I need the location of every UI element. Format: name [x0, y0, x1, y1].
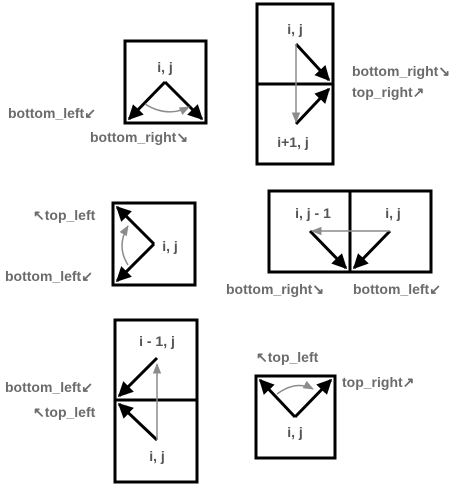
top-left-arrow: [258, 378, 297, 419]
bottom-left-label: bottom_left↙: [353, 281, 441, 297]
move-arrow: [144, 103, 190, 115]
panel-3: i, j ↖top_left bottom_left↙: [5, 201, 197, 287]
top-cell-label: i - 1, j: [139, 333, 175, 349]
bottom-left-label: bottom_left↙: [5, 268, 93, 284]
top-left-label: ↖top_left: [33, 207, 96, 223]
top-left-label: ↖top_left: [33, 404, 96, 420]
bottom-left-arrow: [115, 242, 156, 283]
bottom-cell-label: i+1, j: [277, 134, 309, 150]
move-arrow: [276, 380, 314, 395]
right-cell-label: i, j: [385, 205, 401, 221]
cell-label: i, j: [287, 424, 303, 440]
bottom-left-arrow: [127, 80, 167, 121]
top-left-arrow: [115, 205, 156, 246]
top-cell-label: i, j: [287, 21, 303, 37]
top-right-label: top_right↗: [342, 374, 414, 390]
bottom-right-arrow: [163, 80, 204, 121]
bottom-left-arrow: [117, 356, 159, 398]
bottom-left-label: bottom_left↙: [8, 105, 96, 121]
bottom-right-label: bottom_right↘: [352, 63, 450, 79]
cell-label: i, j: [162, 238, 178, 254]
panel-4: i, j - 1 i, j bottom_right↘ bottom_left↙: [226, 189, 441, 297]
top-left-arrow: [117, 402, 159, 442]
panel-6: i, j ↖top_left top_right↗: [254, 349, 414, 460]
top-right-label: top_right↗: [352, 84, 424, 100]
panel-1: i, j bottom_left↙ bottom_right↘: [8, 39, 208, 145]
bottom-right-arrow: [294, 42, 331, 82]
top-right-arrow: [294, 87, 331, 126]
bottom-left-label: bottom_left↙: [5, 379, 93, 395]
bottom-left-arrow: [352, 229, 392, 270]
bottom-cell-label: i, j: [149, 448, 165, 464]
bottom-right-label: bottom_right↘: [226, 281, 324, 297]
move-arrow: [119, 225, 129, 266]
left-cell-label: i, j - 1: [295, 205, 331, 221]
cell-label: i, j: [157, 59, 173, 75]
top-right-arrow: [293, 378, 333, 419]
bottom-right-arrow: [308, 229, 348, 270]
panel-5: i - 1, j i, j bottom_left↙ ↖top_left: [5, 318, 199, 484]
top-left-label: ↖top_left: [256, 349, 319, 365]
panel-2: i, j i+1, j bottom_right↘ top_right↗: [255, 2, 450, 166]
bottom-right-label: bottom_right↘: [90, 129, 188, 145]
